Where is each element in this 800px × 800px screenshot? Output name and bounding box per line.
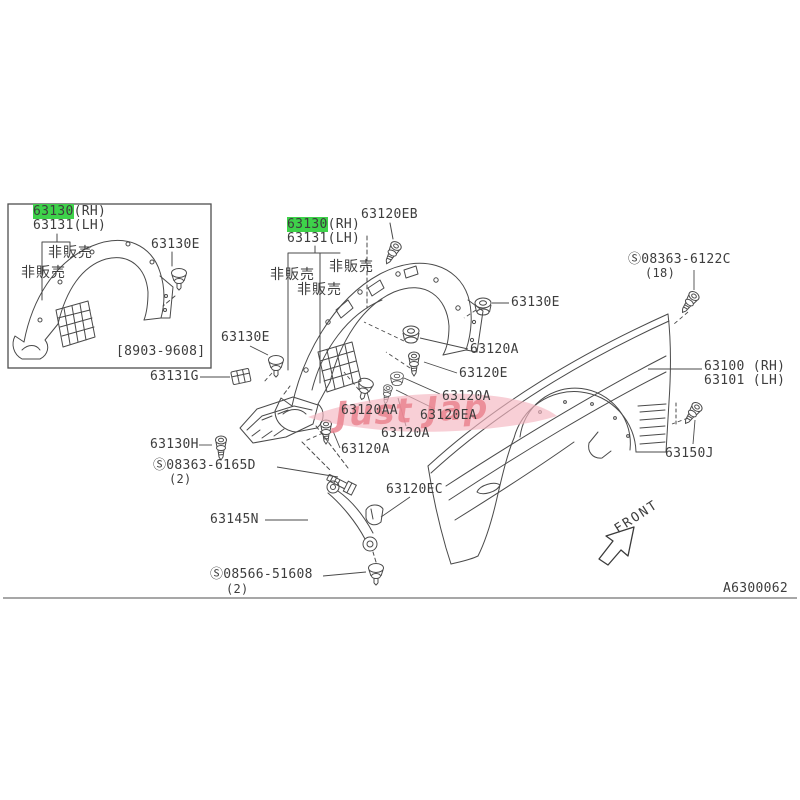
main-liner-drawing — [274, 222, 484, 433]
screw-51608-qty: (2) — [226, 582, 249, 596]
screw-6122c-qty: (18) — [645, 266, 676, 280]
screw-6122c-icon — [677, 289, 702, 317]
bolt-63120eb-icon — [381, 239, 404, 267]
inset-clip-label: 63130E — [151, 237, 200, 252]
washer-63120ea-label: 63120EA — [420, 408, 477, 423]
screw-63120e-label: 63120E — [459, 366, 508, 381]
grommet-63130e-left-label: 63130E — [221, 330, 270, 345]
screw-51608-icon — [368, 563, 384, 586]
main-liner-lh-label: 63131(LH) — [287, 231, 361, 246]
screw-63120a4-icon — [320, 419, 332, 445]
inset-liner-rh-label: 63130(RH) — [33, 204, 107, 219]
fender-rh-label: 63100 (RH) — [704, 359, 786, 374]
molding-63150j-label: 63150J — [665, 446, 714, 461]
clip-63120a-label: 63120A — [341, 442, 390, 457]
screw-63130h-icon — [215, 435, 227, 461]
inset-liner-drawing — [12, 233, 176, 360]
main-not-sold-label: 非販売 — [297, 282, 342, 298]
screw-63130h-label: 63130H — [150, 437, 199, 452]
bolt-63120eb-label: 63120EB — [361, 207, 418, 222]
main-not-sold-label: 非販売 — [270, 267, 315, 283]
inset-liner-lh-label: 63131(LH) — [33, 218, 107, 233]
clip-63120a-label: 63120A — [381, 426, 430, 441]
clip-63120a-label: 63120A — [470, 342, 519, 357]
screw-6122c-label: Ⓢ08363-6122C — [628, 252, 731, 267]
inset-box-border — [7, 203, 212, 369]
stay-drawing — [326, 480, 384, 563]
highlighted-part-number: 63130 — [33, 204, 74, 219]
inset-clip-icon — [171, 268, 187, 291]
inset-not-sold-label: 非販売 — [48, 245, 93, 261]
grommet-63130e-right-label: 63130E — [511, 295, 560, 310]
fender-lh-label: 63101 (LH) — [704, 373, 786, 388]
clamp-63120ec-label: 63120EC — [386, 482, 443, 497]
rivet-63120aa-label: 63120AA — [341, 403, 398, 418]
clip-63131g-label: 63131G — [150, 369, 199, 384]
front-arrow-icon — [598, 526, 635, 566]
clip-63131g-icon — [230, 368, 252, 385]
watermark-text: Just Jap — [328, 387, 489, 435]
highlighted-part-number: 63130 — [287, 217, 328, 232]
grommet-63120a2-icon — [390, 371, 404, 387]
stay-63145n-label: 63145N — [210, 512, 259, 527]
fender-drawing — [427, 313, 677, 565]
screw-51608-label: Ⓢ08566-51608 — [210, 567, 313, 582]
screw-6165d-qty: (2) — [169, 472, 192, 486]
drawing-code-label: A6300062 — [723, 581, 789, 596]
side-suffix: (RH) — [73, 204, 107, 219]
screw-63150j-icon — [680, 400, 705, 428]
screw-6165d-label: Ⓢ08363-6165D — [153, 458, 256, 473]
inset-applicability-label: [8903-9608] — [116, 344, 206, 359]
assembly-dashed-lines — [263, 309, 689, 442]
side-suffix: (RH) — [327, 217, 361, 232]
watermark-band — [308, 393, 557, 432]
inset-not-sold-label: 非販売 — [21, 265, 66, 281]
clip-63120a-label: 63120A — [442, 389, 491, 404]
grommet-63120a-icon — [402, 325, 420, 344]
leader-lines — [199, 270, 702, 577]
screw-63120e-icon — [408, 351, 420, 377]
main-not-sold-label: 非販売 — [329, 259, 374, 275]
main-liner-rh-label: 63130(RH) — [287, 217, 361, 232]
